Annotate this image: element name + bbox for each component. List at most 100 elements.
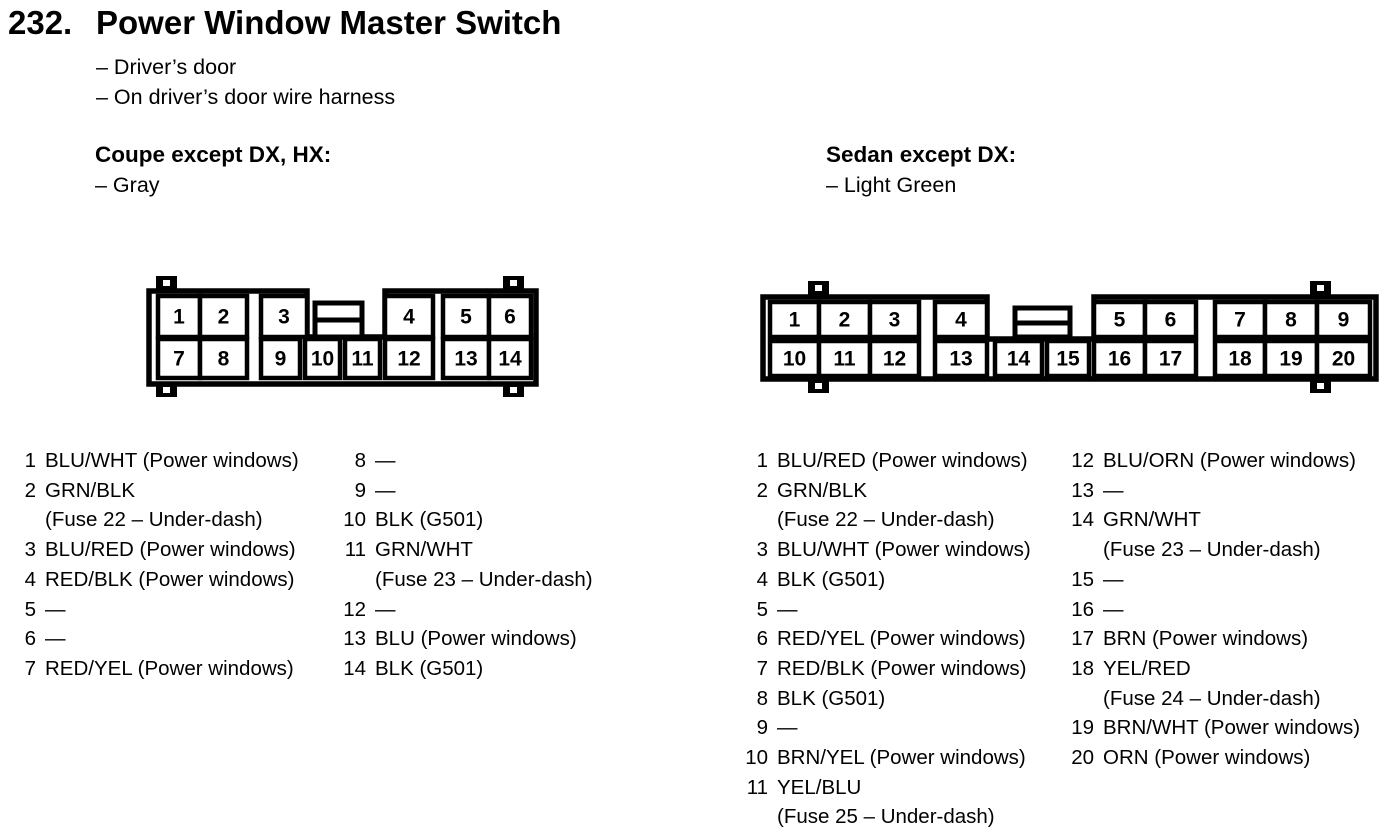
connector-pin-cell (382, 336, 436, 381)
pin-number: 5 (756, 597, 768, 621)
connector-pin-number: 3 (889, 309, 901, 332)
page-note-harness: – On driver’s door wire harness (96, 85, 396, 109)
pin-row-continuation: (Fuse 23 – Under-dash) (1068, 535, 1360, 565)
pin-row: 9— (340, 476, 593, 506)
pin-row: 6— (10, 624, 299, 654)
pin-row: 13— (1068, 476, 1360, 506)
pin-number: 5 (24, 597, 36, 621)
connector-pin-number: 2 (218, 306, 230, 329)
pin-number: 3 (24, 538, 36, 562)
connector-pin-number: 10 (783, 348, 806, 371)
connector-pin-number: 5 (460, 306, 472, 329)
pin-number: 11 (344, 538, 366, 562)
pin-row: 11 GRN/WHT (340, 535, 593, 565)
connector-pin-number: 3 (278, 306, 290, 329)
pin-row: 12 BLU/ORN (Power windows) (1068, 446, 1360, 476)
pin-wire-label: YEL/RED (1103, 656, 1191, 680)
pin-wire-label: GRN/BLK (777, 478, 867, 502)
connector-pin-number: 5 (1114, 309, 1126, 332)
connector-pin-number: 12 (883, 348, 906, 371)
pin-number (742, 505, 768, 535)
connector-pin-cell (1212, 299, 1268, 340)
pin-row-continuation: (Fuse 24 – Under-dash) (1068, 684, 1360, 714)
pin-number: 11 (746, 775, 768, 799)
pin-wire-label: BLU/RED (Power windows) (777, 449, 1028, 472)
pin-fuse-note: (Fuse 22 – Under-dash) (45, 508, 263, 532)
pin-wire-label: GRN/BLK (45, 478, 135, 502)
pin-row-continuation: (Fuse 23 – Under-dash) (340, 565, 593, 595)
connector-pin-number: 11 (833, 348, 856, 371)
connector-pin-number: 9 (275, 348, 287, 371)
coupe-connector-color-note: – Gray (95, 173, 160, 197)
connector-pin-cell (1314, 338, 1373, 379)
pin-wire-label: BRN/WHT (Power windows) (1103, 716, 1361, 740)
connector-pin-cell (1314, 299, 1373, 340)
pin-wire-label: BLU/WHT (Power windows) (45, 449, 299, 472)
pin-number: 8 (354, 449, 366, 472)
pin-number: 13 (1071, 478, 1094, 502)
connector-pin-number: 15 (1056, 348, 1080, 371)
connector-pin-number: 8 (218, 348, 230, 371)
pin-number: 7 (756, 656, 768, 680)
connector-pin-cell (867, 338, 922, 379)
pin-number: 4 (24, 567, 36, 591)
connector-mount-tab-hole (510, 280, 517, 286)
pin-row: 5— (742, 595, 1031, 625)
pin-wire-label: GRN/WHT (1103, 508, 1201, 532)
connector-pin-number: 19 (1279, 348, 1302, 371)
pin-wire-label: YEL/BLU (777, 775, 862, 799)
pin-row-continuation: (Fuse 22 – Under-dash) (10, 505, 299, 535)
pin-wire-label: RED/YEL (Power windows) (777, 627, 1026, 651)
pin-row-continuation: (Fuse 22 – Under-dash) (742, 505, 1031, 535)
pin-wire-label: GRN/WHT (375, 538, 473, 562)
pin-number: 9 (756, 716, 768, 740)
connector-pin-number: 1 (173, 306, 185, 329)
pin-wire-label: BLU (Power windows) (375, 627, 577, 651)
connector-pin-number: 13 (454, 348, 477, 371)
connector-pin-number: 1 (789, 309, 801, 332)
pin-number: 12 (343, 597, 366, 621)
pin-row: 1 BLU/RED (Power windows) (742, 446, 1031, 476)
pin-number (10, 505, 36, 535)
pin-number: 9 (354, 478, 366, 502)
connector-pin-cell (992, 338, 1045, 379)
pin-row: 5— (10, 595, 299, 625)
connector-pin-number: 2 (839, 309, 851, 332)
coupe-variant-title: Coupe except DX, HX: (95, 142, 332, 167)
pin-wire-label: — (45, 597, 66, 621)
pin-fuse-note: (Fuse 23 – Under-dash) (375, 567, 593, 591)
coupe-section-heading: Coupe except DX, HX: – Gray (95, 142, 331, 198)
pin-wire-label: RED/BLK (Power windows) (45, 567, 295, 591)
connector-mount-tab-hole (815, 285, 822, 291)
connector-pin-number: 9 (1338, 309, 1350, 332)
connector-mount-tab-hole (510, 387, 517, 393)
pin-wire-label: BLU/ORN (Power windows) (1103, 449, 1356, 472)
connector-pin-cell (302, 336, 343, 381)
pin-wire-label: ORN (Power windows) (1103, 746, 1311, 770)
connector-pin-number: 7 (1234, 309, 1246, 332)
pin-wire-label: BRN (Power windows) (1103, 627, 1309, 651)
connector-mount-tab-hole (163, 280, 170, 286)
connector-pin-number: 7 (173, 348, 185, 371)
pin-number: 6 (24, 627, 36, 651)
pin-number: 8 (756, 686, 768, 710)
pin-number: 12 (1071, 449, 1094, 472)
pin-number: 6 (756, 627, 768, 651)
pin-number: 1 (756, 449, 768, 472)
pin-number: 10 (343, 508, 366, 532)
pin-wire-label: — (777, 597, 798, 621)
